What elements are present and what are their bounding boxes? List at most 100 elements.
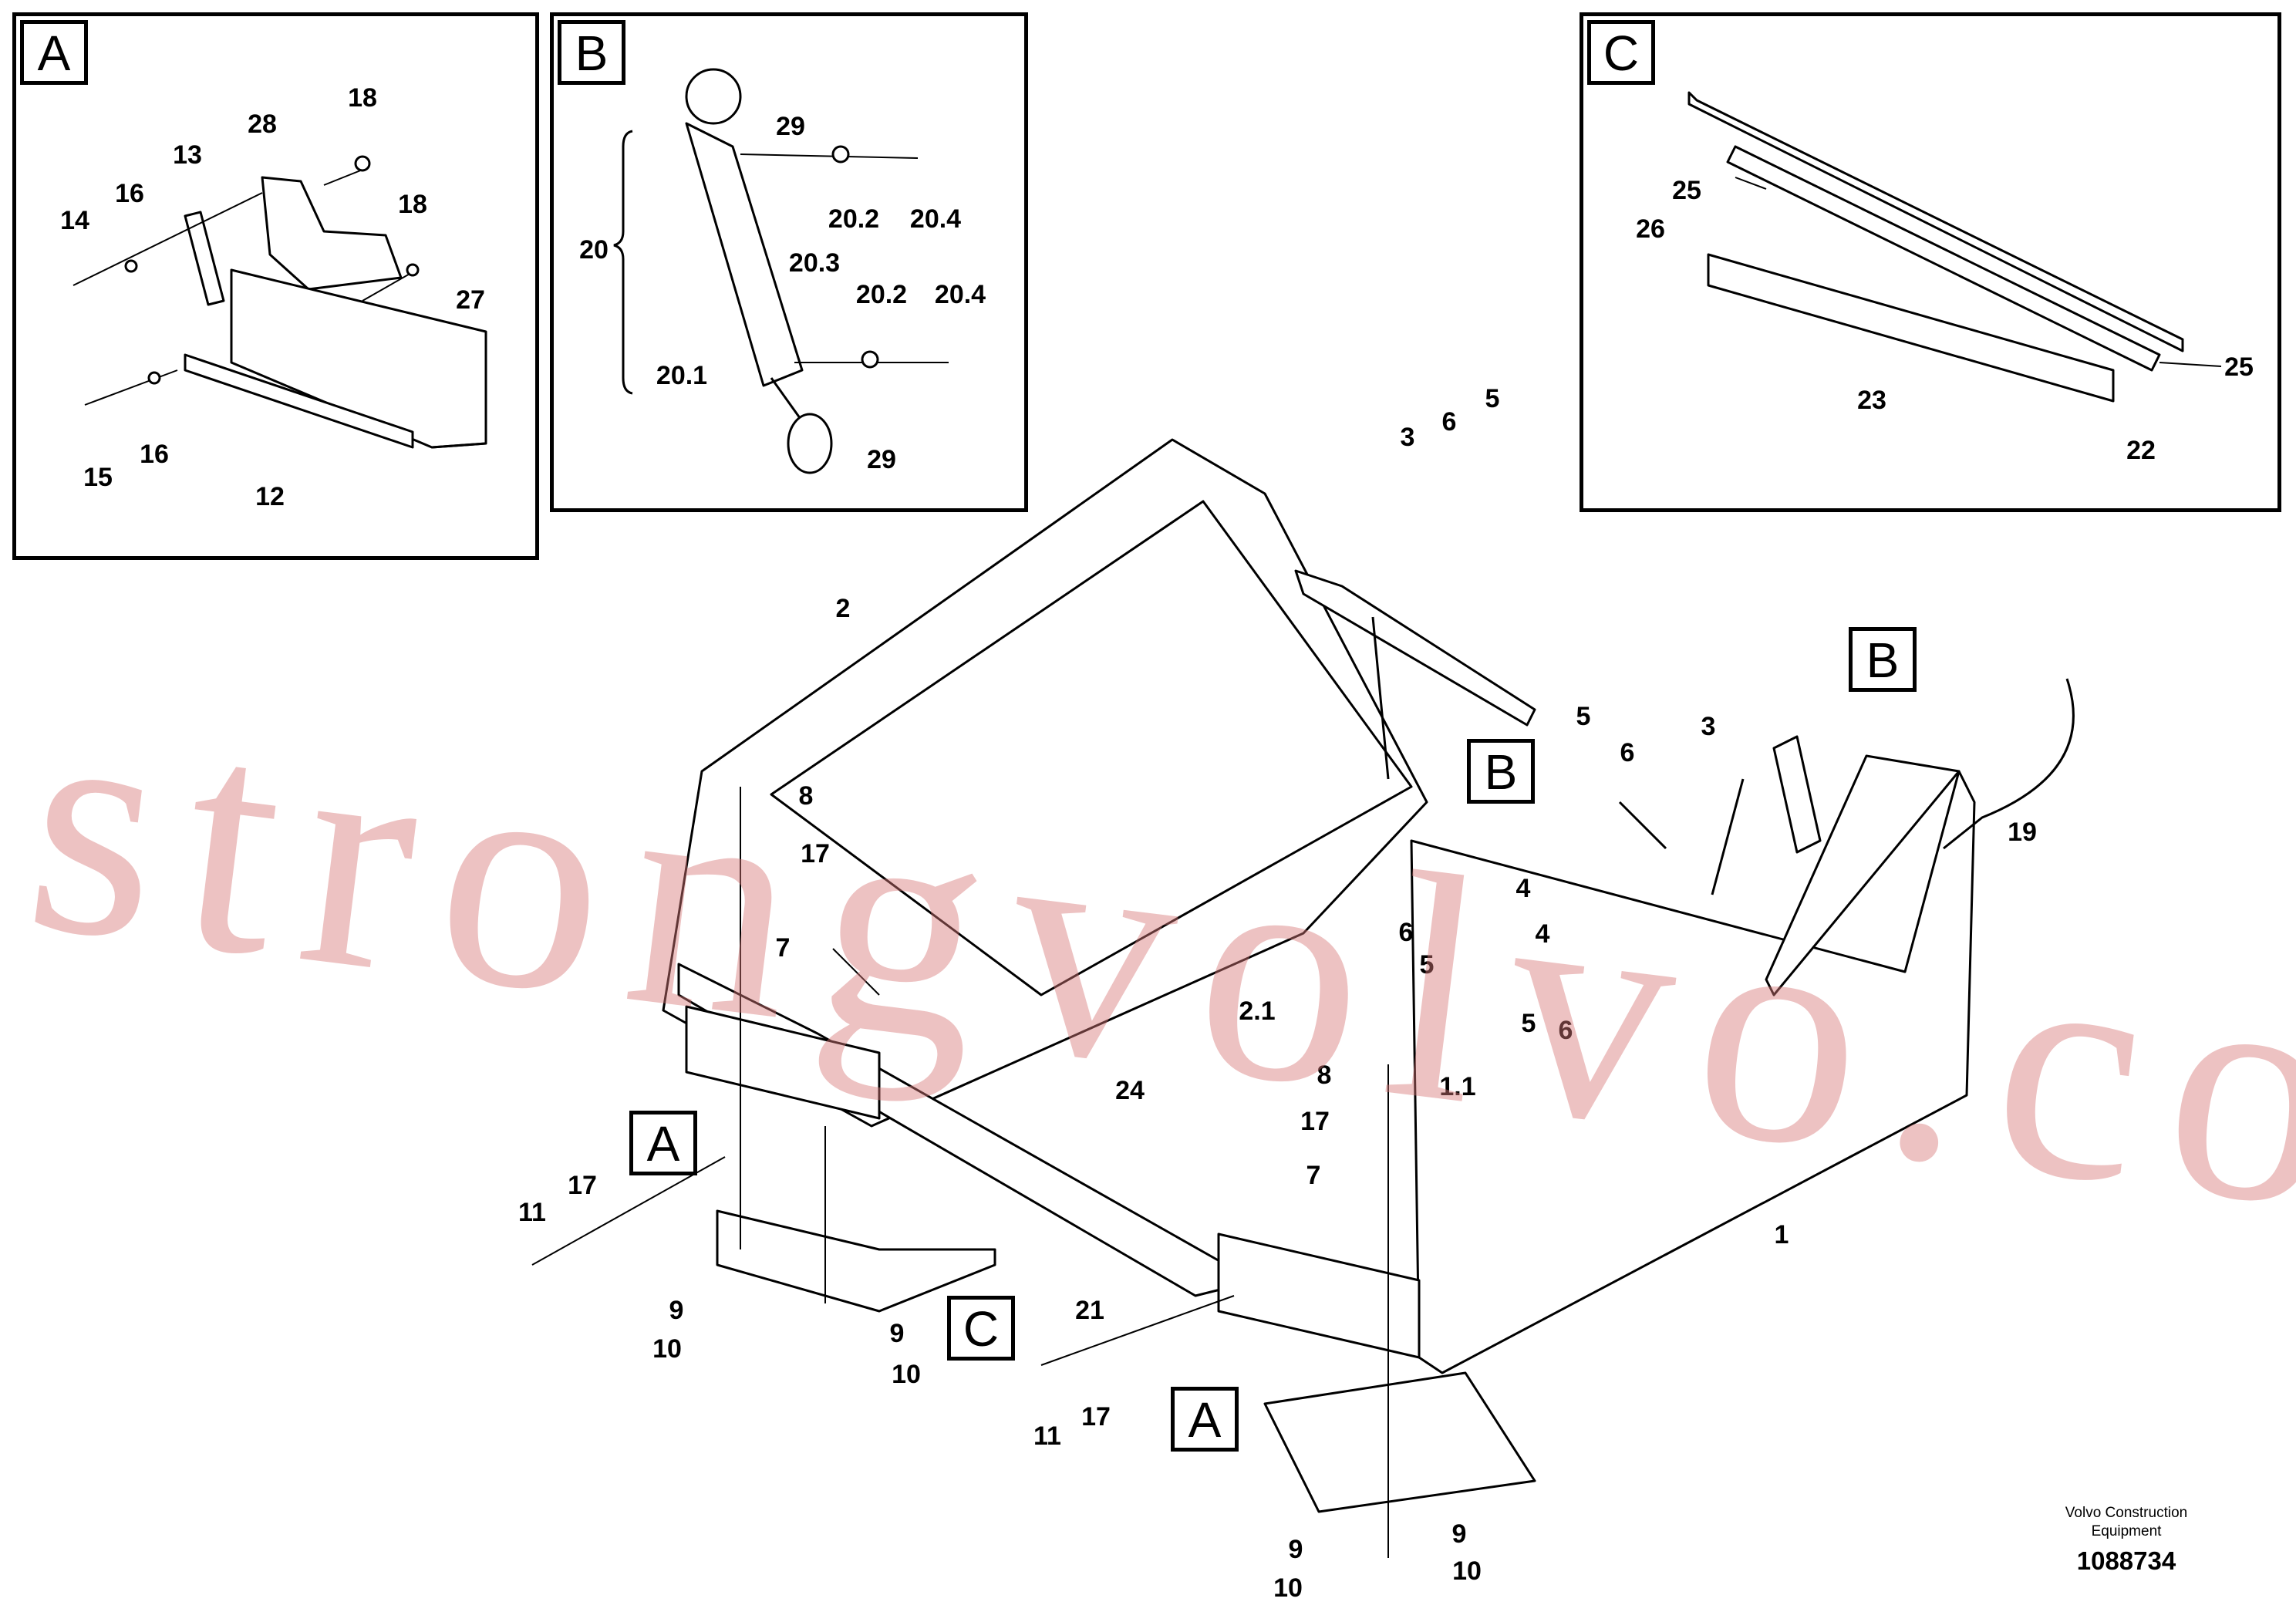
- label-20: 20: [579, 235, 609, 265]
- cylinder-rod-eye: [787, 413, 833, 474]
- label-25b: 25: [2224, 352, 2254, 382]
- label-main-9c: 9: [1289, 1535, 1303, 1564]
- label-main-7: 7: [776, 933, 791, 963]
- label-18: 18: [348, 83, 377, 113]
- label-main-19: 19: [2008, 818, 2037, 847]
- label-20-2: 20.2: [828, 204, 879, 234]
- main-labels: 2 3 6 5 5 6 3 8 17 4 6 4 5 7 5 6 2.1 19 …: [518, 384, 2037, 1603]
- label-15: 15: [83, 463, 113, 492]
- label-29b: 29: [867, 445, 896, 474]
- view-tag-a: A: [20, 20, 88, 85]
- frame-1: [1410, 770, 1976, 1374]
- bar-c-top: [1687, 91, 2184, 352]
- view-tag-c: C: [1587, 20, 1655, 85]
- frame-side: [1765, 754, 1961, 996]
- arm-3: [1294, 569, 1536, 727]
- credit-block: Volvo Construction Equipment 1088734: [2034, 1504, 2219, 1576]
- label-20-4: 20.4: [910, 204, 961, 234]
- label-main-17d: 17: [1081, 1402, 1111, 1431]
- cylinder-main: [1772, 735, 1822, 854]
- label-main-9b: 9: [890, 1319, 905, 1348]
- clamp-a-right: [1217, 1233, 1421, 1359]
- label-main-11: 11: [518, 1198, 546, 1227]
- drawing-number: 1088734: [2076, 1546, 2176, 1575]
- pad-plate-left: [716, 1209, 996, 1313]
- label-20-2b: 20.2: [856, 280, 907, 309]
- main-assembly: [531, 438, 2075, 1558]
- label-20-1: 20.1: [656, 361, 707, 390]
- label-main-11b: 11: [1033, 1421, 1061, 1451]
- view-b-parts: [613, 68, 949, 474]
- label-main-5: 5: [1485, 384, 1500, 413]
- label-main-6d: 6: [1559, 1016, 1573, 1045]
- label-22: 22: [2126, 436, 2156, 465]
- label-18b: 18: [398, 190, 427, 219]
- label-25: 25: [1672, 176, 1701, 205]
- label-main-10b: 10: [892, 1360, 921, 1389]
- label-main-2: 2: [836, 594, 851, 623]
- view-c-labels: 25 26 25 23 22: [1636, 176, 2254, 465]
- plate-23-shape: [1707, 253, 2115, 403]
- credit-line-2: Equipment: [2091, 1523, 2162, 1539]
- label-main-4b: 4: [1536, 919, 1550, 949]
- callout-b-mid: B: [1467, 739, 1535, 804]
- body-floor: [770, 500, 1413, 996]
- label-27: 27: [456, 285, 485, 315]
- label-main-5d: 5: [1522, 1009, 1536, 1038]
- label-main-7b: 7: [1306, 1161, 1321, 1190]
- label-main-9d: 9: [1452, 1519, 1467, 1549]
- label-20-4b: 20.4: [935, 280, 986, 309]
- label-14: 14: [60, 206, 89, 235]
- detail-view-b: [550, 12, 1028, 512]
- label-23: 23: [1857, 386, 1886, 415]
- label-16: 16: [115, 179, 144, 208]
- label-main-9: 9: [669, 1296, 684, 1325]
- label-main-1-1: 1.1: [1439, 1072, 1475, 1101]
- view-a-parts: [72, 155, 487, 449]
- label-13: 13: [173, 140, 202, 170]
- label-main-10: 10: [652, 1334, 682, 1364]
- bracket-28-shape: [261, 176, 403, 291]
- label-29: 29: [776, 112, 805, 141]
- label-main-21: 21: [1075, 1296, 1104, 1325]
- label-main-1: 1: [1775, 1220, 1789, 1249]
- credit-line-1: Volvo Construction: [2065, 1505, 2188, 1521]
- label-main-4: 4: [1516, 874, 1531, 903]
- label-main-17: 17: [801, 839, 830, 868]
- label-26: 26: [1636, 214, 1665, 244]
- cylinder-barrel: [685, 122, 804, 387]
- view-b-labels: 29 20 20.2 20.4 20.3 20.2 20.4 20.1 29: [579, 112, 986, 474]
- label-28: 28: [248, 110, 277, 139]
- label-12: 12: [255, 482, 285, 511]
- label-20-3: 20.3: [789, 248, 840, 278]
- view-a-labels: 28 18 13 16 14 18 27 15 16 12: [60, 83, 485, 511]
- view-tag-b: B: [558, 20, 625, 85]
- label-main-17b: 17: [1300, 1107, 1330, 1136]
- callout-a-right: A: [1171, 1387, 1239, 1452]
- label-main-6b: 6: [1620, 738, 1635, 767]
- label-main-5c: 5: [1420, 950, 1435, 980]
- label-main-2-1: 2.1: [1239, 996, 1275, 1026]
- label-main-3: 3: [1401, 423, 1415, 452]
- label-main-10c: 10: [1273, 1573, 1303, 1603]
- label-main-5b: 5: [1576, 702, 1591, 731]
- view-c-parts: [1687, 91, 2222, 403]
- label-main-24: 24: [1115, 1076, 1145, 1105]
- hose-19: [1943, 678, 2075, 850]
- callout-c: C: [947, 1296, 1015, 1361]
- brace-20: [613, 130, 633, 395]
- plate-13-shape: [184, 211, 225, 306]
- label-main-17c: 17: [568, 1171, 597, 1200]
- pad-plate-right: [1263, 1371, 1536, 1513]
- cylinder-top-eye: [685, 68, 742, 125]
- hinge-rod-22: [1726, 145, 2161, 372]
- callout-b-right: B: [1849, 627, 1917, 692]
- label-main-8b: 8: [1317, 1061, 1332, 1090]
- label-main-6c: 6: [1399, 918, 1414, 947]
- label-main-10d: 10: [1452, 1556, 1482, 1586]
- label-main-3b: 3: [1701, 712, 1716, 741]
- label-16b: 16: [140, 440, 169, 469]
- label-main-6: 6: [1442, 407, 1457, 437]
